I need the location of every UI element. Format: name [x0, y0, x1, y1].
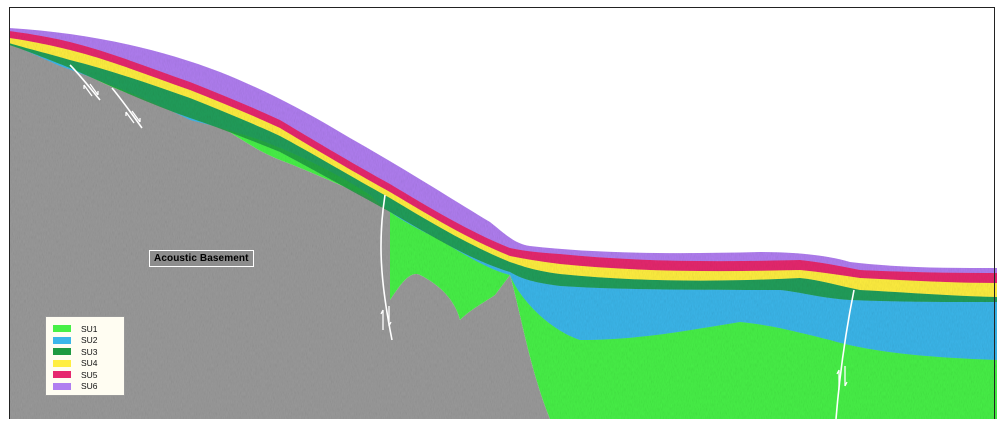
seismic-profile: Acoustic Basement SU1 SU2 SU3 SU4 SU5 SU… [9, 7, 997, 419]
legend-item-su5: SU5 [53, 369, 124, 381]
fault-arrow-4 [836, 366, 848, 390]
legend-swatch-su1 [53, 325, 71, 333]
legend-swatch-su5 [53, 371, 71, 379]
legend-swatch-su6 [53, 382, 71, 390]
legend-item-su2: SU2 [53, 335, 124, 347]
fault-arrows [83, 83, 848, 390]
legend-item-su1: SU1 [53, 323, 124, 335]
legend-swatch-su4 [53, 359, 71, 367]
legend-swatch-su3 [53, 348, 71, 356]
legend-label: SU3 [81, 346, 98, 357]
fault-line-2 [111, 87, 143, 129]
fault-line-4 [835, 289, 855, 419]
fault-line-1 [69, 64, 101, 101]
seismic-section-svg [9, 28, 997, 419]
legend-item-su6: SU6 [53, 381, 124, 393]
layer-su6 [9, 28, 997, 273]
fault-arrow-3 [380, 306, 392, 330]
legend: SU1 SU2 SU3 SU4 SU5 SU6 [45, 316, 125, 396]
legend-label: SU5 [81, 369, 98, 380]
legend-label: SU1 [81, 323, 98, 334]
legend-swatch-su2 [53, 336, 71, 344]
fault-line-3 [380, 194, 393, 341]
legend-label: SU2 [81, 335, 98, 346]
acoustic-basement [9, 45, 550, 419]
legend-item-su3: SU3 [53, 346, 124, 358]
legend-label: SU4 [81, 358, 98, 369]
fault-group [69, 64, 855, 419]
legend-label: SU6 [81, 381, 98, 392]
acoustic-basement-label: Acoustic Basement [149, 250, 254, 267]
legend-item-su4: SU4 [53, 358, 124, 370]
fault-arrow-1 [83, 83, 99, 97]
fault-arrow-2 [125, 110, 141, 124]
